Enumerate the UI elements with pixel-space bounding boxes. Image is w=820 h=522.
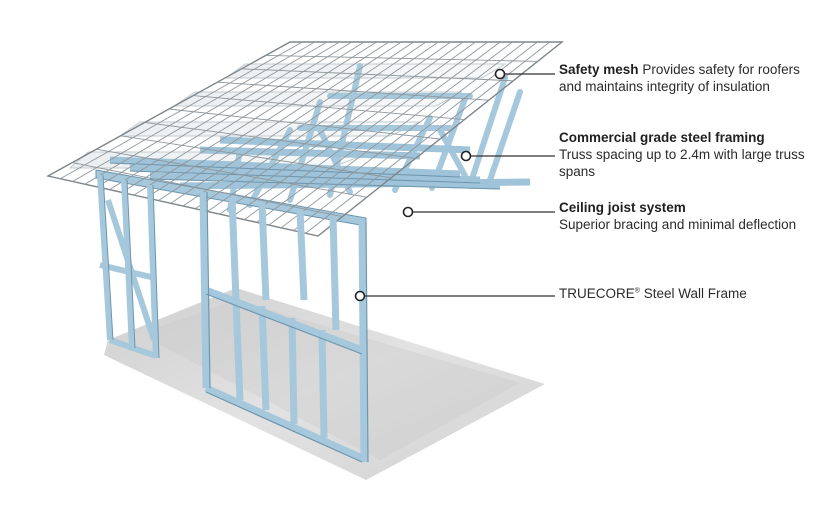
safety-mesh-grid — [46, 41, 565, 237]
mesh-line — [120, 135, 392, 179]
mesh-line — [72, 162, 343, 218]
registered-mark: ® — [634, 287, 640, 295]
front-wall-frame — [199, 191, 368, 463]
commercial-framing-callout: Commercial grade steel framing Truss spa… — [559, 129, 809, 180]
truecore-text: Steel Wall Frame — [643, 286, 747, 301]
mesh-line — [193, 95, 465, 121]
mesh-line — [168, 108, 441, 140]
ceiling-joist-edges — [109, 162, 501, 190]
ceiling-joist-marker — [402, 206, 414, 218]
safety-mesh-text: Provides safety for roofers and maintain… — [559, 62, 800, 94]
mesh-line — [144, 121, 416, 159]
truecore-brand: TRUECORE — [559, 286, 635, 301]
left-wall-frame-edge — [102, 174, 160, 359]
leader-lines — [361, 73, 555, 297]
mesh-line — [96, 148, 367, 198]
commercial-framing-text: Truss spacing up to 2.4m with large trus… — [559, 147, 805, 179]
safety-mesh-title: Safety mesh — [559, 62, 639, 77]
truecore-marker — [354, 290, 366, 302]
mesh-line — [241, 68, 514, 82]
ceiling-joist-callout: Ceiling joist system Superior bracing an… — [559, 199, 809, 233]
ceiling-joist-text: Superior bracing and minimal deflection — [559, 217, 797, 232]
slab-shadow — [150, 300, 520, 460]
safety-mesh-marker — [494, 68, 506, 80]
commercial-framing-title: Commercial grade steel framing — [559, 130, 765, 145]
commercial-framing-marker — [460, 150, 472, 162]
safety-mesh-callout: Safety mesh Provides safety for roofers … — [559, 61, 809, 95]
mesh-line — [265, 54, 538, 62]
ceiling-joist-title: Ceiling joist system — [559, 200, 686, 215]
mesh-line — [217, 81, 489, 101]
front-wall-frame-edge — [205, 191, 369, 463]
truecore-callout: TRUECORE® Steel Wall Frame — [559, 285, 809, 302]
mesh-lines — [60, 41, 550, 234]
